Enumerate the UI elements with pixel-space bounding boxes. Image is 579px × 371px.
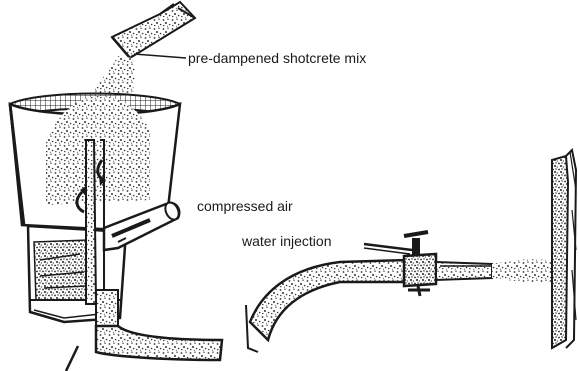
label-water-injection: water injection	[242, 233, 332, 249]
delivery-hose-right	[246, 260, 408, 352]
feed-chute	[112, 2, 195, 58]
label-pre-dampened-mix: pre-dampened shotcrete mix	[188, 50, 366, 66]
mix-label-leader	[134, 54, 186, 58]
target-wall	[552, 150, 576, 348]
delivery-hose-left	[66, 326, 222, 371]
label-compressed-air: compressed air	[197, 198, 293, 214]
spray-jet	[492, 259, 556, 283]
